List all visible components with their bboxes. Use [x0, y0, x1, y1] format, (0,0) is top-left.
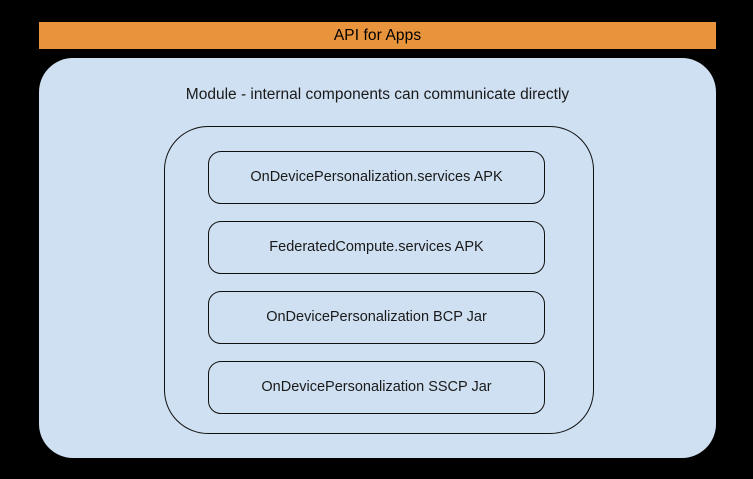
component-label: OnDevicePersonalization.services APK — [250, 169, 503, 186]
component-list: OnDevicePersonalization.services APK Fed… — [208, 151, 545, 414]
component-box-ondevicepersonalization-services-apk[interactable]: OnDevicePersonalization.services APK — [208, 151, 545, 204]
internal-components-container — [164, 126, 594, 434]
component-label: OnDevicePersonalization SSCP Jar — [261, 379, 492, 396]
component-box-ondevicepersonalization-bcp-jar[interactable]: OnDevicePersonalization BCP Jar — [208, 291, 545, 344]
api-for-apps-bar: API for Apps — [39, 22, 716, 49]
module-caption: Module - internal components can communi… — [185, 86, 570, 103]
component-label: OnDevicePersonalization BCP Jar — [266, 309, 487, 326]
api-for-apps-label: API for Apps — [333, 26, 422, 44]
component-label: FederatedCompute.services APK — [269, 239, 484, 256]
module-panel: Module - internal components can communi… — [39, 58, 716, 458]
component-box-ondevicepersonalization-sscp-jar[interactable]: OnDevicePersonalization SSCP Jar — [208, 361, 545, 414]
component-box-federatedcompute-services-apk[interactable]: FederatedCompute.services APK — [208, 221, 545, 274]
